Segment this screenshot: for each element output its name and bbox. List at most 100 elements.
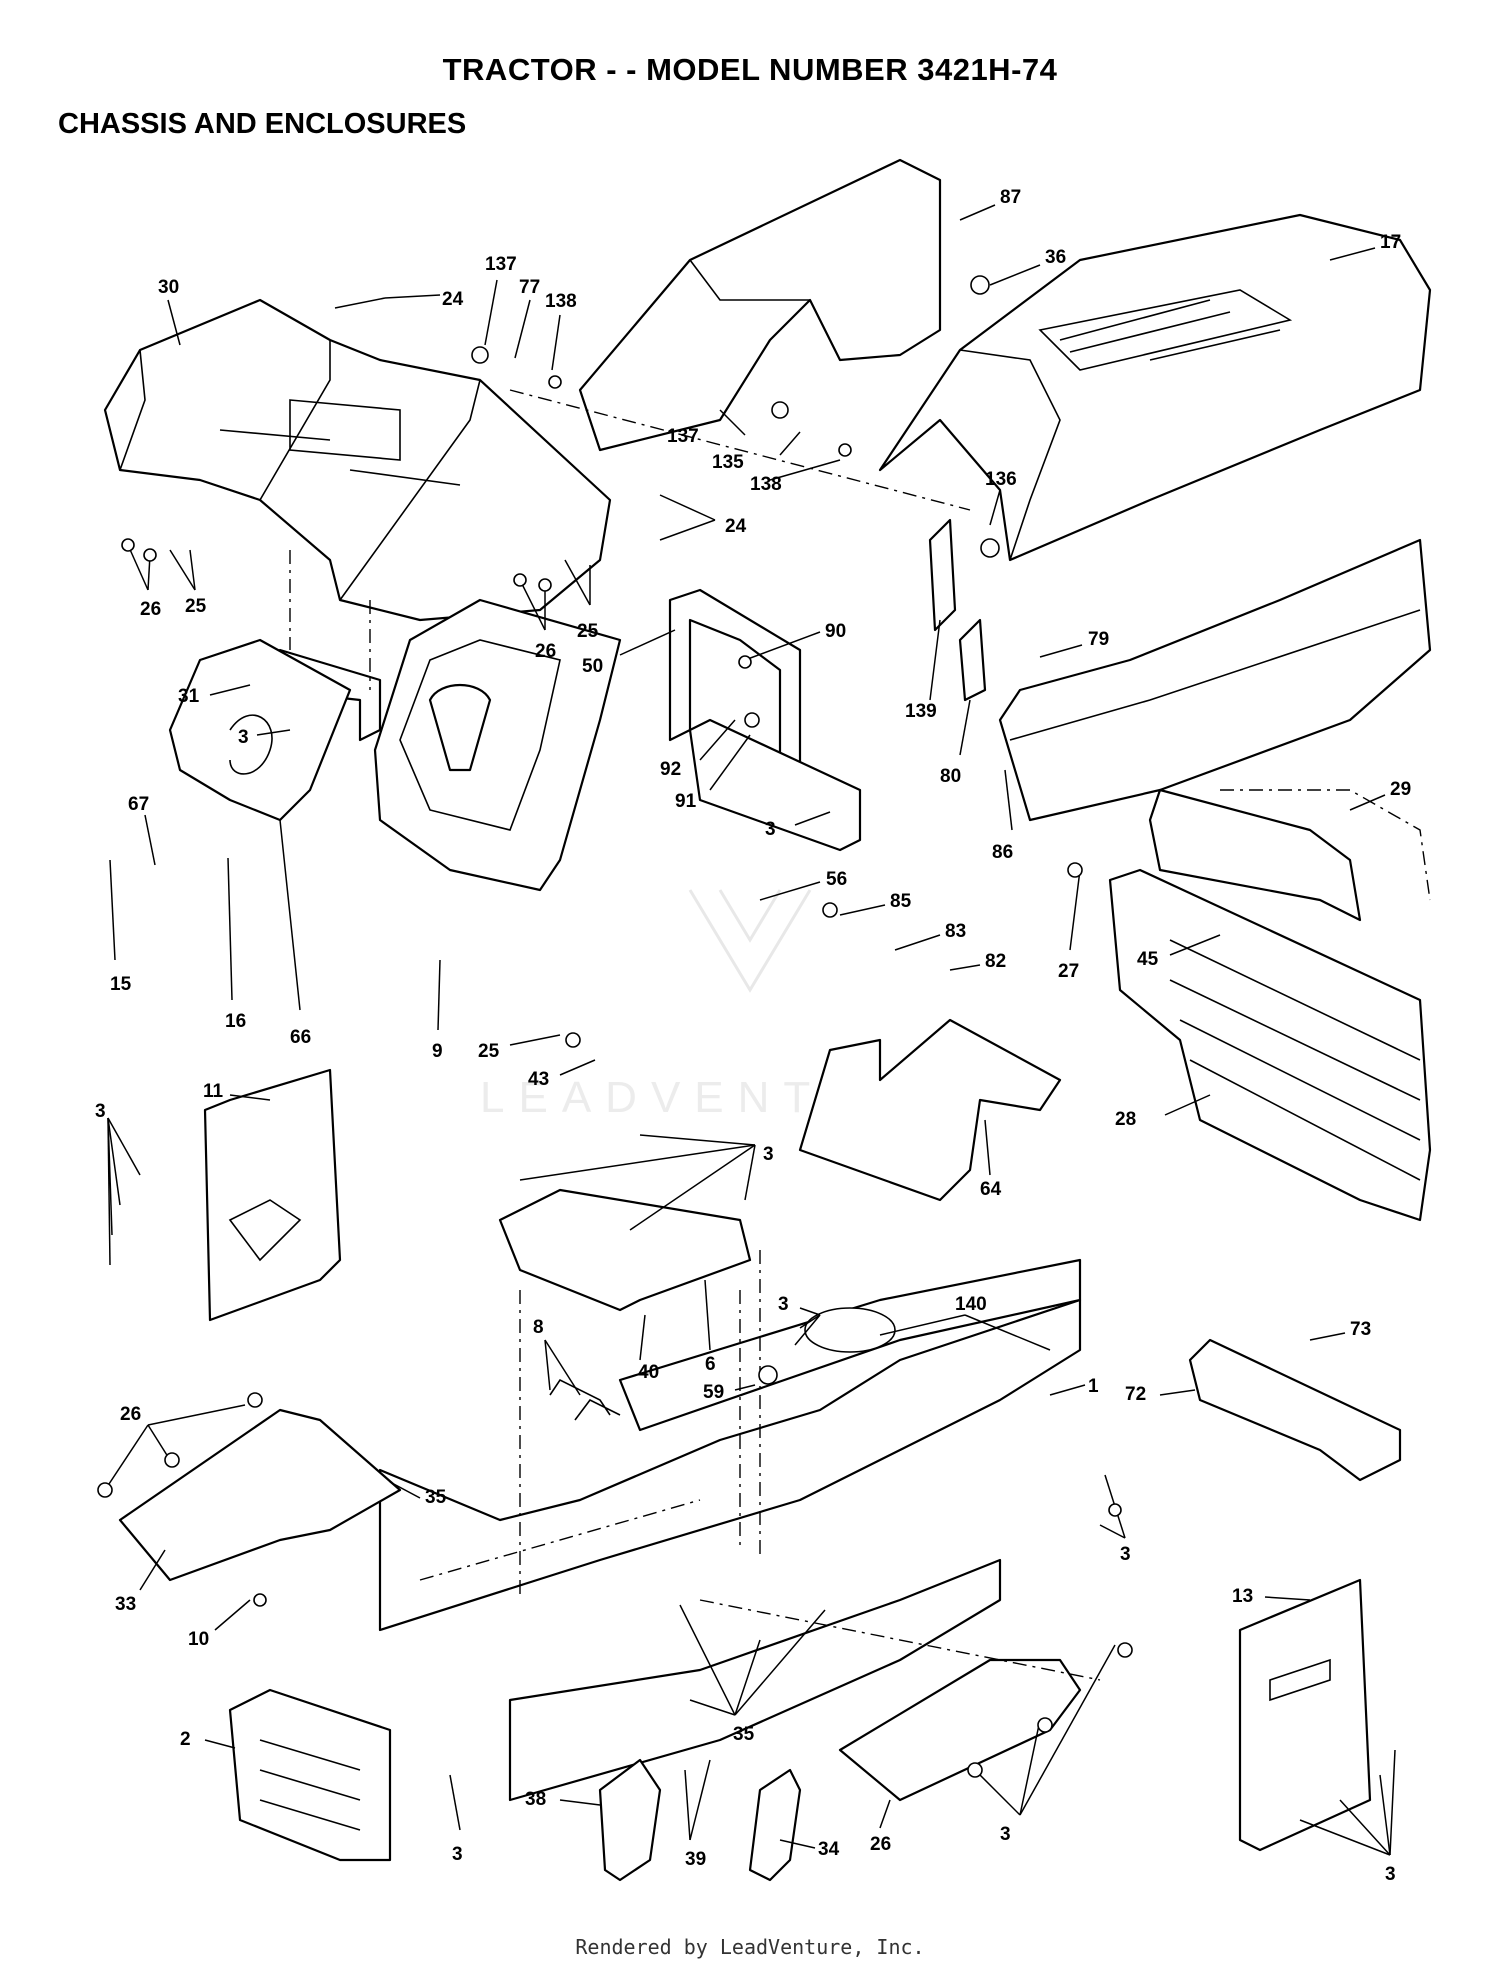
assembly-lines — [289, 389, 1101, 1681]
callout-66: 66 — [290, 1027, 311, 1048]
callout-6: 6 — [705, 1354, 716, 1375]
callout-90: 90 — [825, 621, 846, 642]
hardware — [97, 275, 1133, 1778]
callout-72: 72 — [1125, 1384, 1146, 1405]
callout-11: 11 — [203, 1081, 224, 1102]
callouts: 87 17 36 30 24 137 77 138 137 135 138 13… — [95, 187, 1411, 1885]
callout-8: 8 — [533, 1317, 544, 1338]
callout-26d: 3 — [1000, 1824, 1011, 1845]
part-28-lower-grille — [1108, 868, 1432, 1222]
callout-31: 31 — [178, 686, 200, 707]
part-8-hold-down — [549, 1378, 621, 1421]
page-title: TRACTOR - - MODEL NUMBER 3421H-74 — [442, 52, 1058, 87]
part-2-rear-bracket — [228, 1688, 392, 1862]
part-64-mount-plate — [798, 1018, 1062, 1202]
callout-3f: 3 — [1120, 1544, 1131, 1565]
callout-13: 13 — [1232, 1586, 1253, 1607]
callout-86: 86 — [992, 842, 1013, 863]
callout-27: 27 — [1058, 961, 1079, 982]
callout-138b: 138 — [750, 474, 782, 495]
callout-91: 91 — [675, 791, 697, 812]
callout-1: 1 — [1088, 1376, 1099, 1397]
callout-3c: 3 — [95, 1101, 106, 1122]
callout-3g: 3 — [452, 1844, 463, 1865]
part-34-floor-pan — [838, 1658, 1082, 1802]
callout-82: 82 — [985, 951, 1006, 972]
callout-35b: 35 — [733, 1724, 755, 1745]
part-86-front-nose — [998, 538, 1432, 822]
callout-137b: 137 — [667, 426, 699, 447]
part-13-side-panel — [1238, 1578, 1372, 1852]
part-33-lower-shield — [118, 1408, 402, 1582]
callout-30: 30 — [158, 277, 179, 298]
callout-79: 79 — [1088, 629, 1109, 650]
callout-28: 28 — [1115, 1109, 1136, 1130]
part-45-grille-frame — [1148, 788, 1431, 922]
callout-140: 140 — [955, 1294, 987, 1315]
callout-139: 139 — [905, 701, 937, 722]
part-38-bracket — [598, 1758, 662, 1882]
part-66-heat-shield — [168, 638, 352, 822]
part-30-rear-fender — [103, 298, 612, 622]
callout-43: 43 — [528, 1069, 549, 1090]
callout-64: 64 — [980, 1179, 1002, 1200]
callout-87: 87 — [1000, 187, 1021, 208]
callout-135: 135 — [712, 452, 744, 473]
callout-29: 29 — [1390, 779, 1411, 800]
callout-59: 59 — [703, 1382, 724, 1403]
callout-73: 73 — [1350, 1319, 1371, 1340]
callout-3e: 3 — [778, 1294, 789, 1315]
callout-3b: 3 — [765, 819, 776, 840]
callout-92: 92 — [660, 759, 681, 780]
part-11-side-panel — [203, 1068, 342, 1322]
callout-16: 16 — [225, 1011, 246, 1032]
callout-26c: 26 — [120, 1404, 141, 1425]
callout-36: 36 — [1045, 247, 1066, 268]
footer-credit: Rendered by LeadVenture, Inc. — [575, 1935, 925, 1959]
page-subtitle: CHASSIS AND ENCLOSURES — [58, 108, 467, 140]
callout-33: 33 — [115, 1594, 136, 1615]
callout-25c: 25 — [478, 1041, 500, 1062]
callout-17: 17 — [1380, 232, 1401, 253]
callout-85: 85 — [890, 891, 912, 912]
part-9-console — [373, 598, 622, 892]
callout-25: 25 — [185, 596, 207, 617]
callout-136: 136 — [985, 469, 1017, 490]
callout-137: 137 — [485, 254, 517, 275]
part-39-bracket — [748, 1768, 802, 1882]
callout-67: 67 — [128, 794, 149, 815]
callout-24: 24 — [442, 289, 464, 310]
callout-15: 15 — [110, 974, 132, 995]
callout-38: 38 — [525, 1789, 546, 1810]
part-56-bracket — [688, 718, 862, 852]
callout-25b: 25 — [577, 621, 599, 642]
callout-26: 26 — [140, 599, 161, 620]
callout-10: 10 — [188, 1629, 209, 1650]
callout-50: 50 — [582, 656, 603, 677]
callout-45: 45 — [1137, 949, 1159, 970]
callout-80: 80 — [940, 766, 961, 787]
callout-34: 26 — [870, 1834, 891, 1855]
part-87-dash-panel — [578, 158, 942, 452]
callout-3h: 39 — [685, 1849, 706, 1870]
callout-35: 35 — [425, 1487, 447, 1508]
callout-2: 2 — [180, 1729, 191, 1750]
callout-3: 3 — [238, 727, 249, 748]
part-6-battery-tray — [498, 1188, 752, 1312]
callout-9: 9 — [432, 1041, 443, 1062]
callout-39: 34 — [818, 1839, 840, 1860]
part-72-bracket — [1188, 1338, 1402, 1482]
callout-3i: 3 — [1385, 1864, 1396, 1885]
callout-24b: 24 — [725, 516, 747, 537]
part-50-bracket — [668, 588, 802, 812]
part-1-main-frame — [378, 1258, 1082, 1802]
part-139-hood-bracket — [928, 518, 987, 702]
callout-77: 77 — [519, 277, 540, 298]
callout-56: 56 — [826, 869, 847, 890]
callout-26b: 26 — [535, 641, 556, 662]
callout-83: 83 — [945, 921, 966, 942]
callout-40: 40 — [638, 1362, 659, 1383]
callout-138: 138 — [545, 291, 577, 312]
callout-3d: 3 — [763, 1144, 774, 1165]
